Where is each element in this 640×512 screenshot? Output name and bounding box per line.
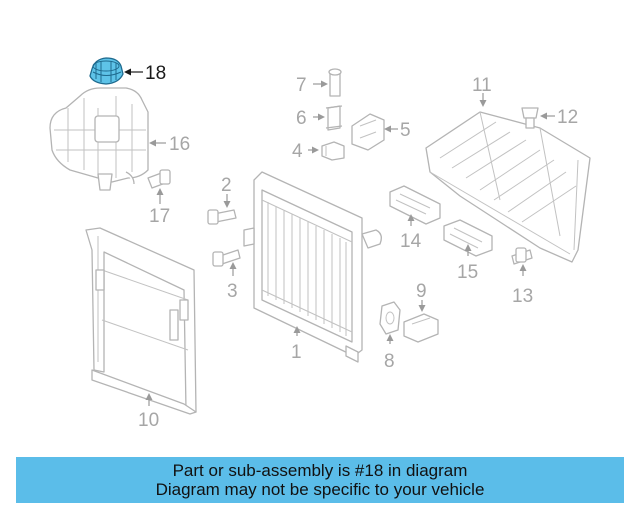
callout-15: 15 bbox=[457, 244, 478, 283]
callout-12: 12 bbox=[540, 107, 578, 128]
parts-diagram: 18 16 17 10 bbox=[49, 57, 591, 431]
callout-13: 13 bbox=[512, 264, 533, 307]
svg-text:15: 15 bbox=[457, 262, 478, 283]
callout-3: 3 bbox=[227, 262, 238, 302]
svg-text:2: 2 bbox=[221, 175, 232, 196]
svg-text:10: 10 bbox=[138, 410, 159, 431]
svg-text:8: 8 bbox=[384, 351, 395, 372]
info-banner: Part or sub-assembly is #18 in diagram D… bbox=[16, 457, 624, 503]
part-8-isolator bbox=[379, 301, 401, 335]
part-4-mount bbox=[321, 141, 345, 161]
part-17-bolt bbox=[147, 169, 171, 189]
svg-text:18: 18 bbox=[145, 63, 166, 84]
part-13-bolt bbox=[511, 247, 533, 265]
svg-text:17: 17 bbox=[149, 206, 170, 227]
svg-text:1: 1 bbox=[291, 342, 302, 363]
part-16-coolant-reservoir bbox=[49, 87, 149, 191]
svg-text:6: 6 bbox=[296, 108, 307, 129]
part-6-grommet bbox=[325, 105, 343, 131]
svg-text:16: 16 bbox=[169, 134, 190, 155]
part-18-reservoir-cap[interactable] bbox=[89, 57, 124, 85]
svg-text:7: 7 bbox=[296, 75, 307, 96]
svg-text:11: 11 bbox=[472, 75, 492, 96]
svg-text:4: 4 bbox=[292, 141, 303, 162]
callout-17: 17 bbox=[149, 188, 170, 227]
callout-1: 1 bbox=[291, 326, 302, 363]
callout-5: 5 bbox=[384, 120, 411, 141]
part-2-bolt bbox=[207, 209, 237, 225]
callout-9: 9 bbox=[416, 281, 427, 312]
part-14-bracket bbox=[389, 185, 441, 225]
part-10-radiator-support bbox=[85, 227, 197, 415]
callout-8: 8 bbox=[384, 334, 395, 372]
svg-text:14: 14 bbox=[400, 231, 422, 252]
banner-line-1: Part or sub-assembly is #18 in diagram bbox=[172, 461, 468, 480]
svg-text:12: 12 bbox=[557, 107, 578, 128]
svg-text:9: 9 bbox=[416, 281, 427, 302]
banner-line-2: Diagram may not be specific to your vehi… bbox=[155, 480, 485, 499]
part-3-bolt bbox=[212, 249, 241, 267]
part-1-radiator bbox=[243, 171, 382, 363]
part-7-clip bbox=[328, 68, 342, 97]
callout-10: 10 bbox=[138, 393, 159, 431]
part-12-clip bbox=[521, 107, 539, 129]
callout-18[interactable]: 18 bbox=[124, 63, 166, 84]
callout-6: 6 bbox=[296, 108, 325, 129]
callout-2: 2 bbox=[221, 175, 232, 208]
callout-7: 7 bbox=[296, 75, 328, 96]
part-11-air-duct bbox=[425, 111, 591, 263]
callout-4: 4 bbox=[292, 141, 319, 162]
callout-14: 14 bbox=[400, 214, 422, 252]
part-5-bracket bbox=[351, 113, 385, 151]
svg-text:13: 13 bbox=[512, 286, 533, 307]
svg-text:3: 3 bbox=[227, 281, 238, 302]
part-15-bracket bbox=[443, 219, 493, 257]
callout-11: 11 bbox=[472, 75, 492, 107]
svg-text:5: 5 bbox=[400, 120, 411, 141]
callout-16: 16 bbox=[149, 134, 190, 155]
part-9-mount bbox=[403, 313, 439, 343]
